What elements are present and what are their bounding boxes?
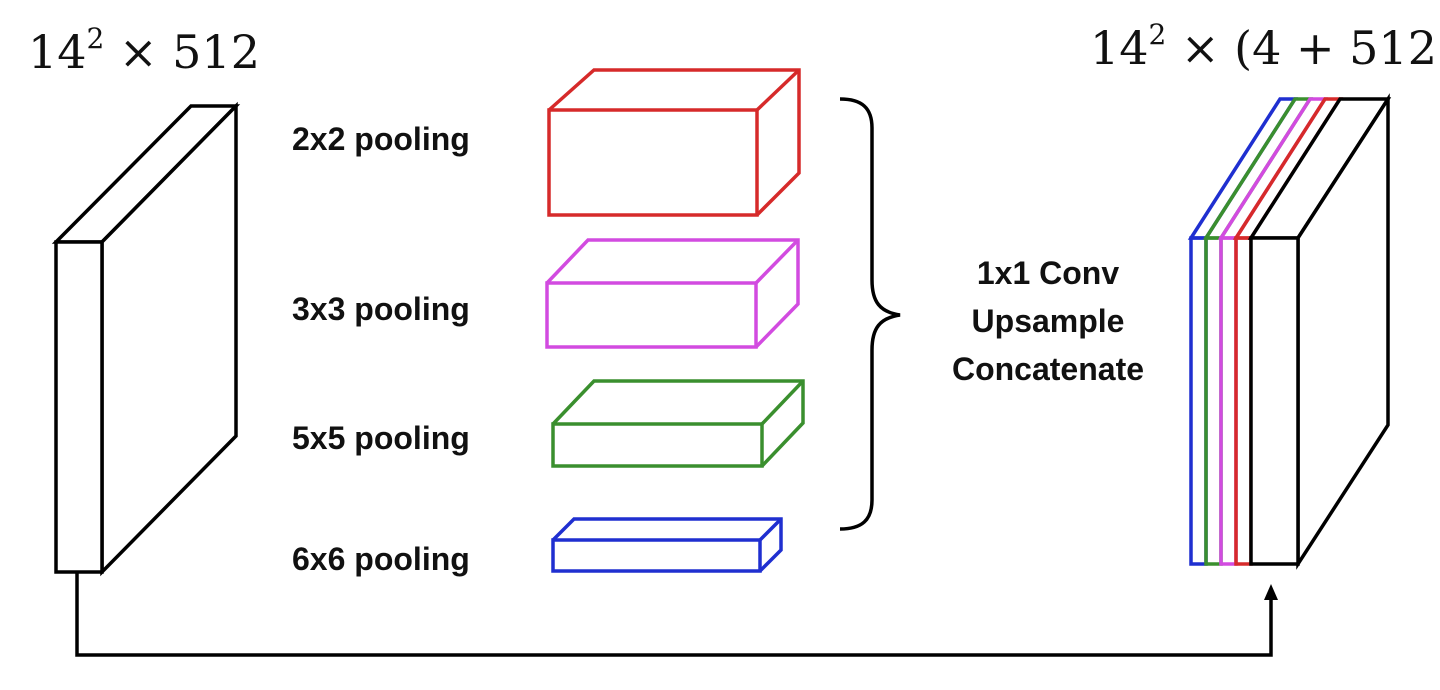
pooling-label-3x3: 3x3 pooling (292, 291, 470, 327)
input-feature-map (51, 101, 241, 577)
skip-connection-arrow (75, 572, 1273, 657)
operation-upsample: Upsample (972, 303, 1125, 339)
pooled-box-3x3 (545, 238, 800, 349)
pooling-label-2x2: 2x2 pooling (292, 121, 470, 157)
pooling-label-5x5: 5x5 pooling (292, 420, 470, 456)
pooled-box-5x5 (551, 379, 805, 468)
curly-brace (839, 97, 901, 531)
pooled-box-6x6 (551, 517, 783, 573)
output-dimension-label: 142 × (4 + 512) (1090, 18, 1440, 75)
pooled-box-2x2 (547, 68, 801, 217)
operation-conv: 1x1 Conv (977, 255, 1119, 291)
input-dimension-label: 142 × 512 (28, 22, 260, 79)
pooling-label-6x6: 6x6 pooling (292, 541, 470, 577)
concat-main-block (1247, 93, 1392, 570)
output-feature-map (1187, 93, 1392, 570)
arrowhead-icon (1264, 584, 1278, 600)
operation-concatenate: Concatenate (952, 351, 1144, 387)
